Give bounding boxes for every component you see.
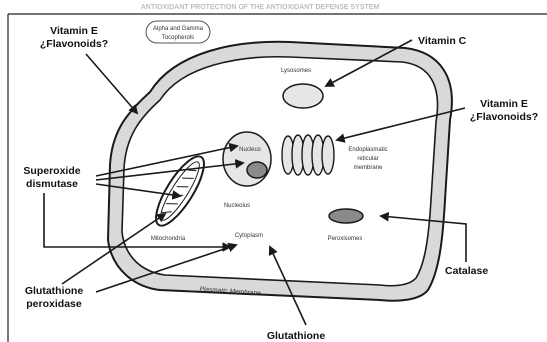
cytoplasm-label: Cytoplasm — [235, 233, 263, 239]
superoxide-label: Superoxide — [23, 165, 80, 177]
lysosomes-label: Lysosomes — [281, 68, 311, 74]
glutathione-peroxidase-label-2: peroxidase — [26, 298, 82, 310]
glutathione-label: Glutathione — [267, 330, 325, 342]
vitamin-e-left-label: Vitamin E — [50, 25, 98, 37]
er-label-3: membrane — [354, 165, 383, 171]
vitamin-e-right-label: Vitamin E — [480, 98, 528, 110]
lysosome — [283, 84, 323, 108]
er-label-1: Endoplasmatic — [348, 147, 387, 153]
nucleolus-label: Nucleolus — [224, 203, 250, 209]
er-label-2: reticular — [357, 156, 378, 162]
mitochondria-label: Mitochondria — [151, 236, 186, 242]
tocopherols-label-2: Tocopherols — [162, 35, 194, 41]
flavonoids-right-label: ¿Flavonoids? — [470, 111, 538, 123]
nucleus — [223, 132, 271, 186]
catalase-label: Catalase — [445, 265, 488, 277]
dismutase-label: dismutase — [26, 178, 78, 190]
header-text: ANTIOXIDANT PROTECTION OF THE ANTIOXIDAN… — [141, 4, 380, 11]
flavonoids-left-label: ¿Flavonoids? — [40, 38, 108, 50]
peroxisomes-label: Peroxisomes — [328, 236, 363, 242]
arrow-vitamin-e-left — [86, 54, 137, 113]
vitamin-c-label: Vitamin C — [418, 35, 467, 47]
peroxisome — [329, 209, 363, 223]
endoplasmic-reticulum — [282, 135, 334, 175]
tocopherols-label-1: Alpha and Gamma — [153, 26, 204, 32]
glutathione-peroxidase-label-1: Glutathione — [25, 285, 83, 297]
nucleolus — [247, 162, 267, 178]
nucleus-label: Nucleus — [239, 147, 261, 153]
